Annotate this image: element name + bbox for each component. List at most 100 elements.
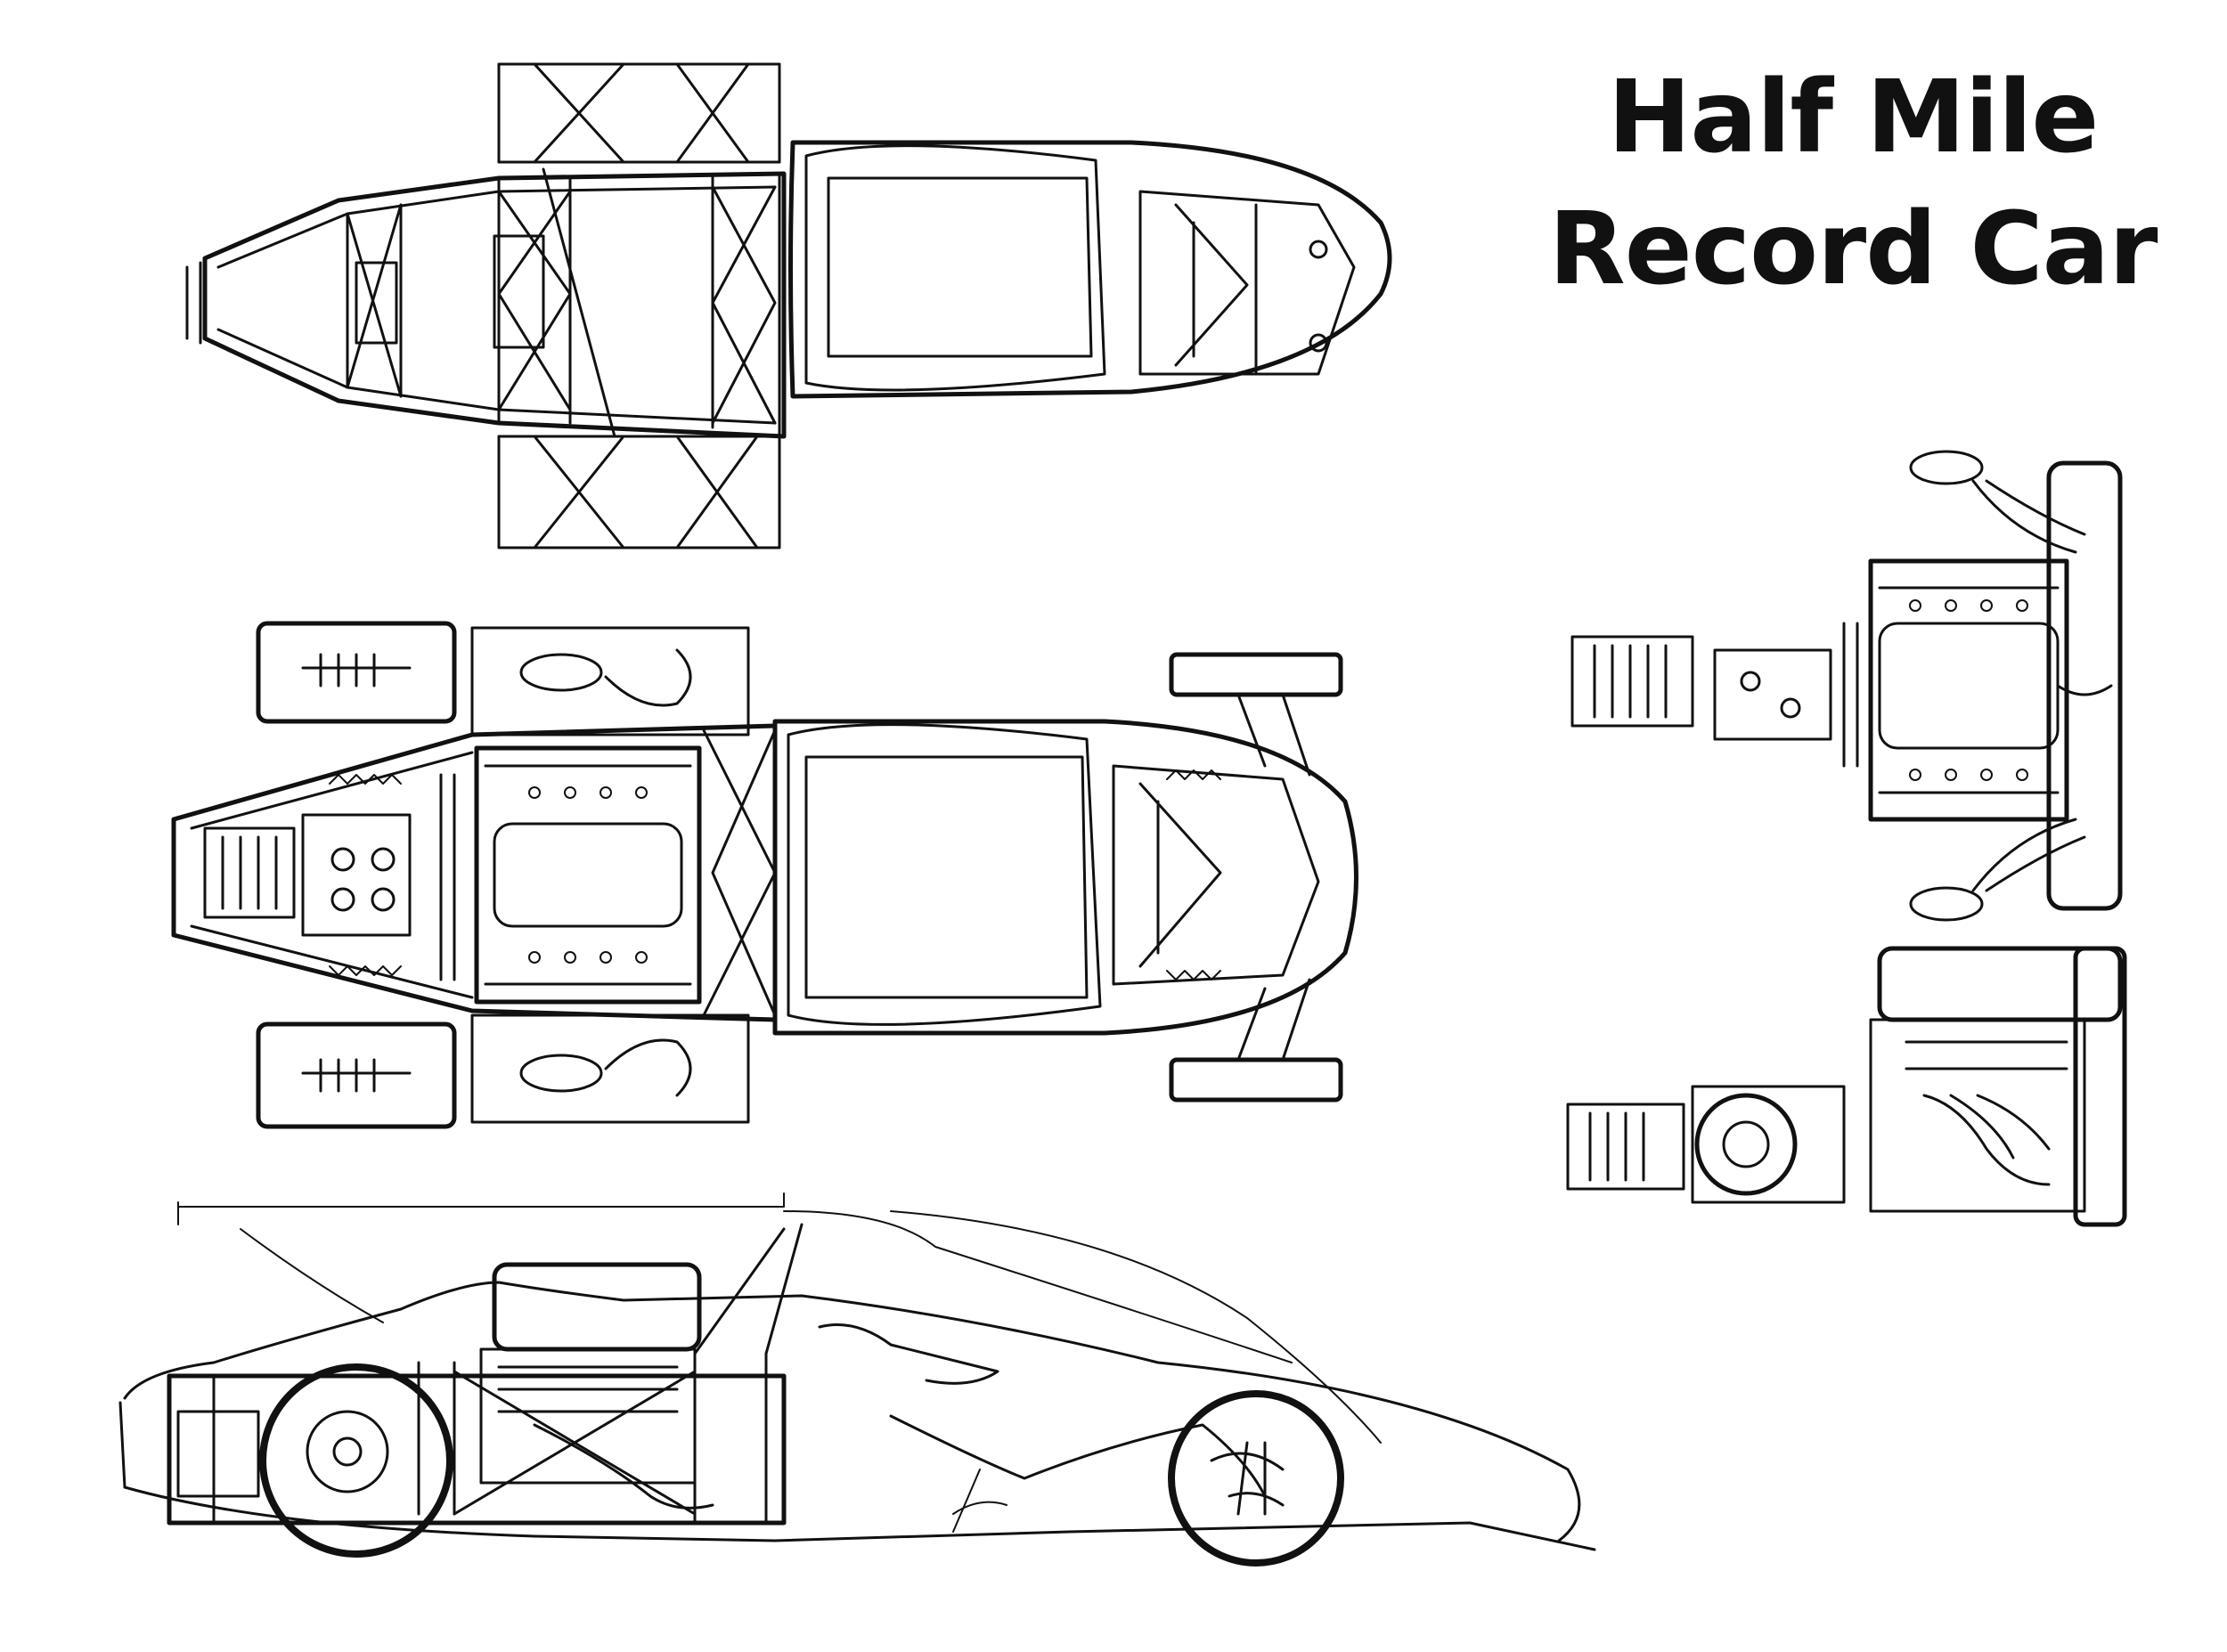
- engine-side-view: [1566, 946, 2127, 1227]
- side-frame-rails: [167, 1373, 787, 1526]
- rear-wheel-left: [256, 621, 457, 724]
- body-rear-face: [118, 1401, 126, 1489]
- engine-side-top: [1877, 946, 2123, 1022]
- side-flywheel: [306, 1410, 389, 1493]
- engine-turbo-top: [1909, 450, 1984, 485]
- body-canopy-line: [783, 1210, 1293, 1363]
- rear-wheel-circle: [259, 1363, 453, 1558]
- front-wheel-circle: [1168, 1390, 1344, 1567]
- bellhousing-bolt-4: [371, 887, 396, 912]
- side-frame-upper: [470, 626, 750, 736]
- side-exhaust-pipe: [533, 1423, 714, 1510]
- chassis-cross-members: [346, 172, 781, 438]
- engine-top-view: [1570, 450, 2123, 922]
- engine-top-transmission-fins: [1593, 644, 1668, 719]
- title-line-1: Half Mile: [1607, 60, 2100, 175]
- car-frame-inner-rails: [190, 751, 474, 999]
- engine-intake-plenum: [493, 822, 683, 928]
- engine-cylinder-bolts: [528, 786, 648, 964]
- engine-turbo-bottom: [1909, 886, 1984, 922]
- turbo-left-lower: [519, 1054, 603, 1093]
- engine-top-plenum: [1878, 622, 2060, 750]
- engine-front-pulleys: [439, 773, 456, 981]
- side-engine-top: [492, 1262, 702, 1352]
- engine-top-bolts: [1909, 599, 2028, 781]
- engine-exhaust-runners: [1971, 479, 2086, 892]
- engine-top-heads: [1878, 586, 2060, 794]
- side-frame-lower: [470, 1013, 750, 1124]
- chassis-rear-bar: [185, 261, 202, 345]
- driver-seat-sketch: [952, 1469, 1007, 1533]
- body-silhouette-top: [123, 1281, 1581, 1542]
- chassis-triangulation: [346, 185, 777, 425]
- engine-top-bolt-b: [1780, 697, 1801, 719]
- side-engine-fins: [497, 1365, 679, 1413]
- exhaust-headers-top: [604, 648, 692, 1097]
- engine-side-block: [1869, 1018, 2086, 1213]
- engine-top-bellhousing: [1713, 648, 1832, 741]
- chassis-cockpit-opening: [804, 144, 1106, 392]
- front-wheel-left: [1169, 652, 1343, 697]
- engine-intercooler-join: [2056, 684, 2113, 696]
- rear-wheel-hubs: [301, 653, 412, 1093]
- drawing-title: Half Mile Record Car: [1514, 52, 2191, 315]
- title-line-2: Record Car: [1548, 191, 2158, 307]
- rear-springs: [329, 774, 402, 976]
- car-cockpit-inner: [804, 755, 1089, 999]
- car-side-view: [118, 1192, 1596, 1567]
- engine-side-bellhousing: [1691, 1085, 1846, 1204]
- chassis-top-view: [185, 62, 1392, 549]
- turbo-left-upper: [519, 653, 603, 692]
- chassis-front-truss: [1174, 203, 1258, 376]
- side-engine-block: [479, 1347, 697, 1485]
- engine-side-headers: [1922, 1094, 2051, 1186]
- transmission-fins: [221, 835, 278, 910]
- chassis-cockpit-inner: [827, 176, 1093, 358]
- front-wheel-sketch: [1210, 1441, 1285, 1516]
- body-silhouette-roof-line: [177, 1192, 785, 1208]
- rear-wheel-frame-lower: [497, 435, 781, 549]
- chassis-frame-outline: [202, 171, 787, 439]
- driver-legs: [889, 1414, 1267, 1498]
- chassis-rear-box: [355, 261, 398, 345]
- engine-side-transmission: [1566, 1103, 1685, 1191]
- bellhousing-bolt-1: [330, 847, 355, 872]
- front-springs: [1166, 769, 1221, 981]
- engine-side-flywheel: [1694, 1093, 1798, 1196]
- car-top-view-with-engine: [171, 621, 1358, 1129]
- engine-top-transmission: [1570, 635, 1694, 728]
- engine-valve-covers: [484, 764, 692, 986]
- side-frame-uprights: [212, 1352, 768, 1525]
- side-transmission: [176, 1410, 260, 1498]
- driver-helmet-arm: [818, 1323, 999, 1385]
- front-suspension-arms: [1236, 693, 1311, 1062]
- body-tail-curve: [240, 1228, 384, 1323]
- engine-side-intercooler: [2073, 946, 2127, 1227]
- car-body-tub: [772, 719, 1358, 1036]
- bellhousing-bolt-2: [330, 887, 355, 912]
- chassis-seat-mount: [493, 234, 545, 349]
- body-fin-curve: [890, 1210, 1382, 1444]
- side-flywheel-hub: [332, 1436, 363, 1467]
- transmission-housing: [203, 826, 296, 919]
- roll-cage-diagonals: [702, 728, 777, 1017]
- engine-side-transmission-fins: [1588, 1111, 1645, 1182]
- engine-intercooler: [2046, 460, 2123, 911]
- engine-top-block: [1868, 558, 2069, 822]
- rear-wheel-right: [256, 1021, 457, 1129]
- car-cockpit-opening: [787, 723, 1102, 1026]
- engine-top-bolt-a: [1740, 671, 1761, 692]
- car-front-truss: [1138, 782, 1222, 968]
- engine-block: [474, 745, 702, 1005]
- chassis-front-mount-2: [1309, 333, 1328, 353]
- chassis-front-bay: [1138, 190, 1356, 376]
- front-wheel-right: [1169, 1057, 1343, 1103]
- chassis-inner-rails: [216, 185, 777, 425]
- engine-side-flywheel-hub: [1722, 1120, 1770, 1168]
- chassis-body-tub: [788, 140, 1392, 399]
- rear-frame-diagonals: [497, 62, 781, 549]
- engine-top-pulleys: [1842, 622, 1859, 768]
- bellhousing: [301, 813, 412, 937]
